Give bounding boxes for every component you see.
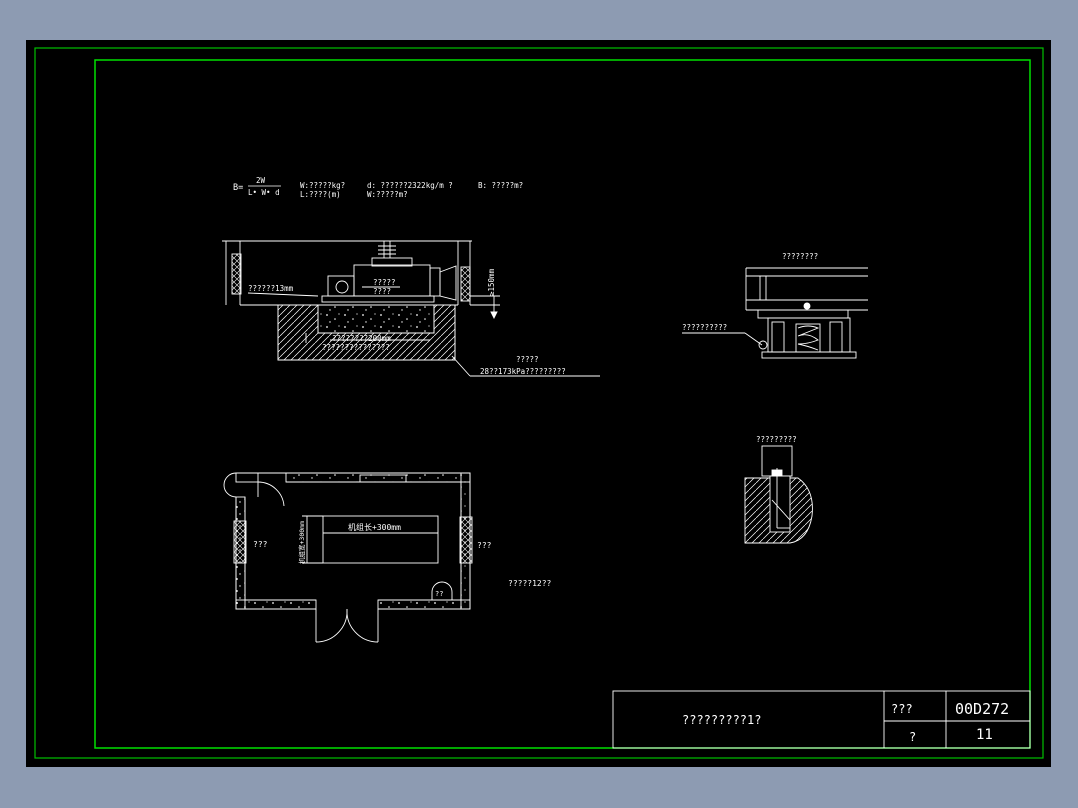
label-unit-1: ????? [373, 278, 396, 287]
detail-mount-pointer-label: ?????????? [682, 323, 727, 332]
formula-b-def: B: ?????m? [478, 181, 523, 190]
plan-window-top [359, 474, 407, 483]
mount-left-post [771, 321, 785, 353]
mount-spring-box [795, 323, 821, 353]
title-block-page: 11 [976, 727, 993, 743]
label-width: 机组宽+300mm [297, 521, 306, 564]
outer-frame [34, 47, 1044, 759]
formula-lhs: B= [233, 183, 243, 193]
label-caption: ?????12?? [508, 579, 552, 588]
label-200mm: ????????200mm [332, 334, 391, 343]
formula-w2-def: W:?????m? [367, 190, 408, 199]
detail-bolt [744, 445, 813, 544]
label-length: 机组长+300mm [348, 522, 401, 532]
plan-wall-top-fill [285, 472, 471, 483]
title-block-code: 00D272 [955, 700, 1009, 718]
title-block-drawing-title: ?????????1? [682, 713, 761, 727]
label-right-window: ??? [477, 541, 492, 550]
concrete-block [317, 304, 435, 334]
genset-flywheel [335, 280, 349, 294]
label-soil: ????? [516, 355, 539, 364]
formula-d-def: d: ??????2322kg/m ? [367, 181, 453, 190]
detail-mount-labels: ???????? ?????????? [682, 252, 818, 332]
mount-spring [797, 325, 820, 351]
title-block-frame [612, 690, 1031, 749]
detail-mount [682, 267, 868, 359]
plan-corner-room [431, 581, 453, 600]
mount-right-post [829, 321, 843, 353]
bolt-nut [771, 469, 783, 477]
bolt-anchor-diag [771, 499, 791, 521]
title-block-page-label: ? [909, 730, 916, 744]
genset-engine-top [371, 257, 413, 267]
plan-small-door-arc [257, 481, 285, 507]
plan-view-labels: 机组长+300mm 机组宽+300mm ??? ??? ?? ?????12?? [253, 521, 552, 598]
bolt-hole [769, 475, 791, 533]
inner-frame [94, 59, 1031, 749]
mount-side-bolt [758, 340, 768, 350]
plan-wall-bottom-fill-2 [377, 599, 471, 610]
section-view-labels: ??????13mm ????? ???? ≥150mm ????????200… [248, 268, 566, 376]
label-unit-2: ???? [373, 287, 391, 296]
mount-pointer-d [744, 332, 763, 346]
label-13mm: ??????13mm [248, 284, 294, 293]
plan-left-door-swing [223, 472, 237, 498]
formula-l-def: L:????(m) [300, 190, 341, 199]
plan-door-right-arc [346, 608, 379, 643]
label-concrete: ??????????????? [322, 343, 390, 352]
right-wall-window [460, 266, 471, 302]
plan-door-jamb [235, 472, 259, 483]
label-150mm: ≥150mm [487, 268, 496, 296]
formula-denominator: L• W• d [248, 188, 280, 197]
label-corner: ?? [435, 590, 443, 598]
plan-view [223, 472, 473, 643]
detail-bolt-title: ????????? [756, 435, 797, 444]
beam-bolt-head [803, 302, 811, 310]
label-pressure: 28??173kPa????????? [480, 367, 566, 376]
plan-wall-bottom-fill [235, 599, 317, 610]
detail-bolt-labels: ????????? [756, 435, 797, 444]
title-block-text: ?????????1? ??? 00D272 ? 11 [682, 700, 1009, 744]
leader-pressure [451, 355, 471, 377]
dim-150-arrow [490, 311, 498, 320]
leader-13mm [247, 292, 319, 297]
title-block-code-label: ??? [891, 702, 913, 716]
genset-exhaust-duct [439, 265, 457, 301]
left-wall-window [231, 253, 242, 295]
section-view [222, 240, 600, 377]
label-left-window: ??? [253, 540, 268, 549]
formula-numerator: 2W [256, 176, 266, 185]
plan-window-right [459, 516, 473, 564]
detail-mount-title: ???????? [782, 252, 818, 261]
formula-w-def: W:?????kg? [300, 181, 345, 190]
plan-window-left [233, 520, 247, 564]
title-block [612, 690, 1031, 749]
paper [26, 40, 1051, 767]
plan-genset-footprint [322, 515, 439, 564]
formula: B= 2W L• W• d W:?????kg? L:????(m) d: ??… [233, 176, 523, 199]
